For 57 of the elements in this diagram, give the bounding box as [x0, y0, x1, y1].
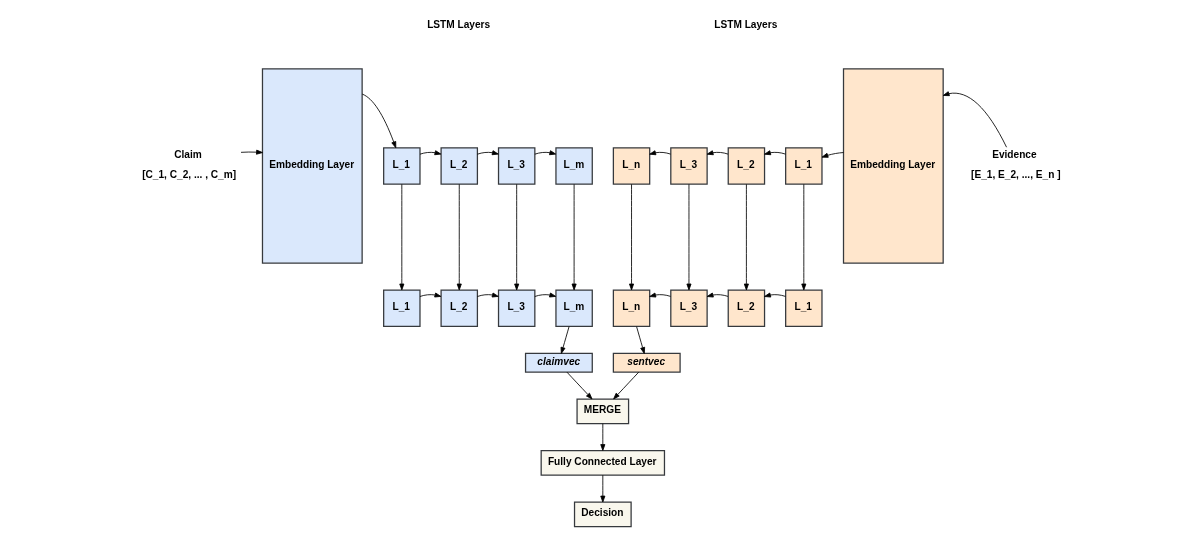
node-box: L_3	[497, 289, 535, 328]
arrow	[476, 150, 499, 156]
node-box: L_m	[554, 289, 593, 328]
arrow	[942, 91, 1007, 148]
node-box: Embedding Layer	[842, 68, 944, 264]
arrow	[800, 183, 806, 291]
node-box: L_n	[612, 147, 650, 185]
label: LSTM Layers	[713, 19, 777, 31]
node-text: Claim [C_1, C_2, ... , C_m]	[141, 149, 236, 181]
node-box: L_2	[439, 147, 478, 185]
node-box: L_1	[382, 289, 421, 328]
arrow	[571, 183, 577, 291]
arrow	[419, 150, 441, 156]
arrow	[533, 292, 556, 298]
arrow	[648, 292, 671, 298]
label: LSTM Layers	[426, 19, 490, 31]
arrow	[599, 423, 605, 451]
node-box: L_n	[612, 289, 650, 328]
arrow	[513, 183, 519, 291]
arrow	[628, 183, 634, 291]
arrow	[648, 150, 671, 156]
node-text: Evidence [E_1, E_2, ..., E_n ]	[970, 149, 1061, 181]
arrow	[566, 371, 592, 400]
arrow	[635, 326, 645, 354]
node-box: sentvec	[612, 352, 681, 373]
node-box: L_1	[784, 289, 823, 328]
arrow	[763, 150, 786, 156]
arrow	[419, 292, 441, 298]
arrow	[476, 292, 499, 298]
arrow	[612, 371, 639, 400]
node-box: L_1	[382, 147, 421, 185]
arrow	[743, 183, 749, 291]
node-box: L_3	[669, 147, 708, 185]
node-box: Embedding Layer	[261, 68, 363, 264]
arrow	[361, 93, 396, 149]
node-box: L_2	[439, 289, 478, 328]
arrow	[533, 150, 556, 156]
node-box: L_3	[669, 289, 708, 328]
arrow	[599, 474, 605, 503]
arrow	[398, 183, 404, 291]
node-box: L_2	[727, 289, 765, 328]
node-box: claimvec	[524, 352, 593, 373]
arrow	[763, 292, 786, 298]
node-box: MERGE	[575, 398, 629, 425]
arrow	[706, 150, 728, 156]
node-box: L_m	[554, 147, 593, 185]
node-box: Fully Connected Layer	[540, 449, 665, 476]
arrow	[240, 149, 263, 155]
node-box: L_1	[784, 147, 823, 185]
node-box: L_3	[497, 147, 535, 185]
node-box: L_2	[727, 147, 765, 185]
arrow	[456, 183, 462, 291]
arrow	[706, 292, 728, 298]
arrow	[685, 183, 691, 291]
node-box: Decision	[573, 501, 632, 528]
arrow	[821, 152, 844, 158]
arrow	[560, 326, 569, 354]
